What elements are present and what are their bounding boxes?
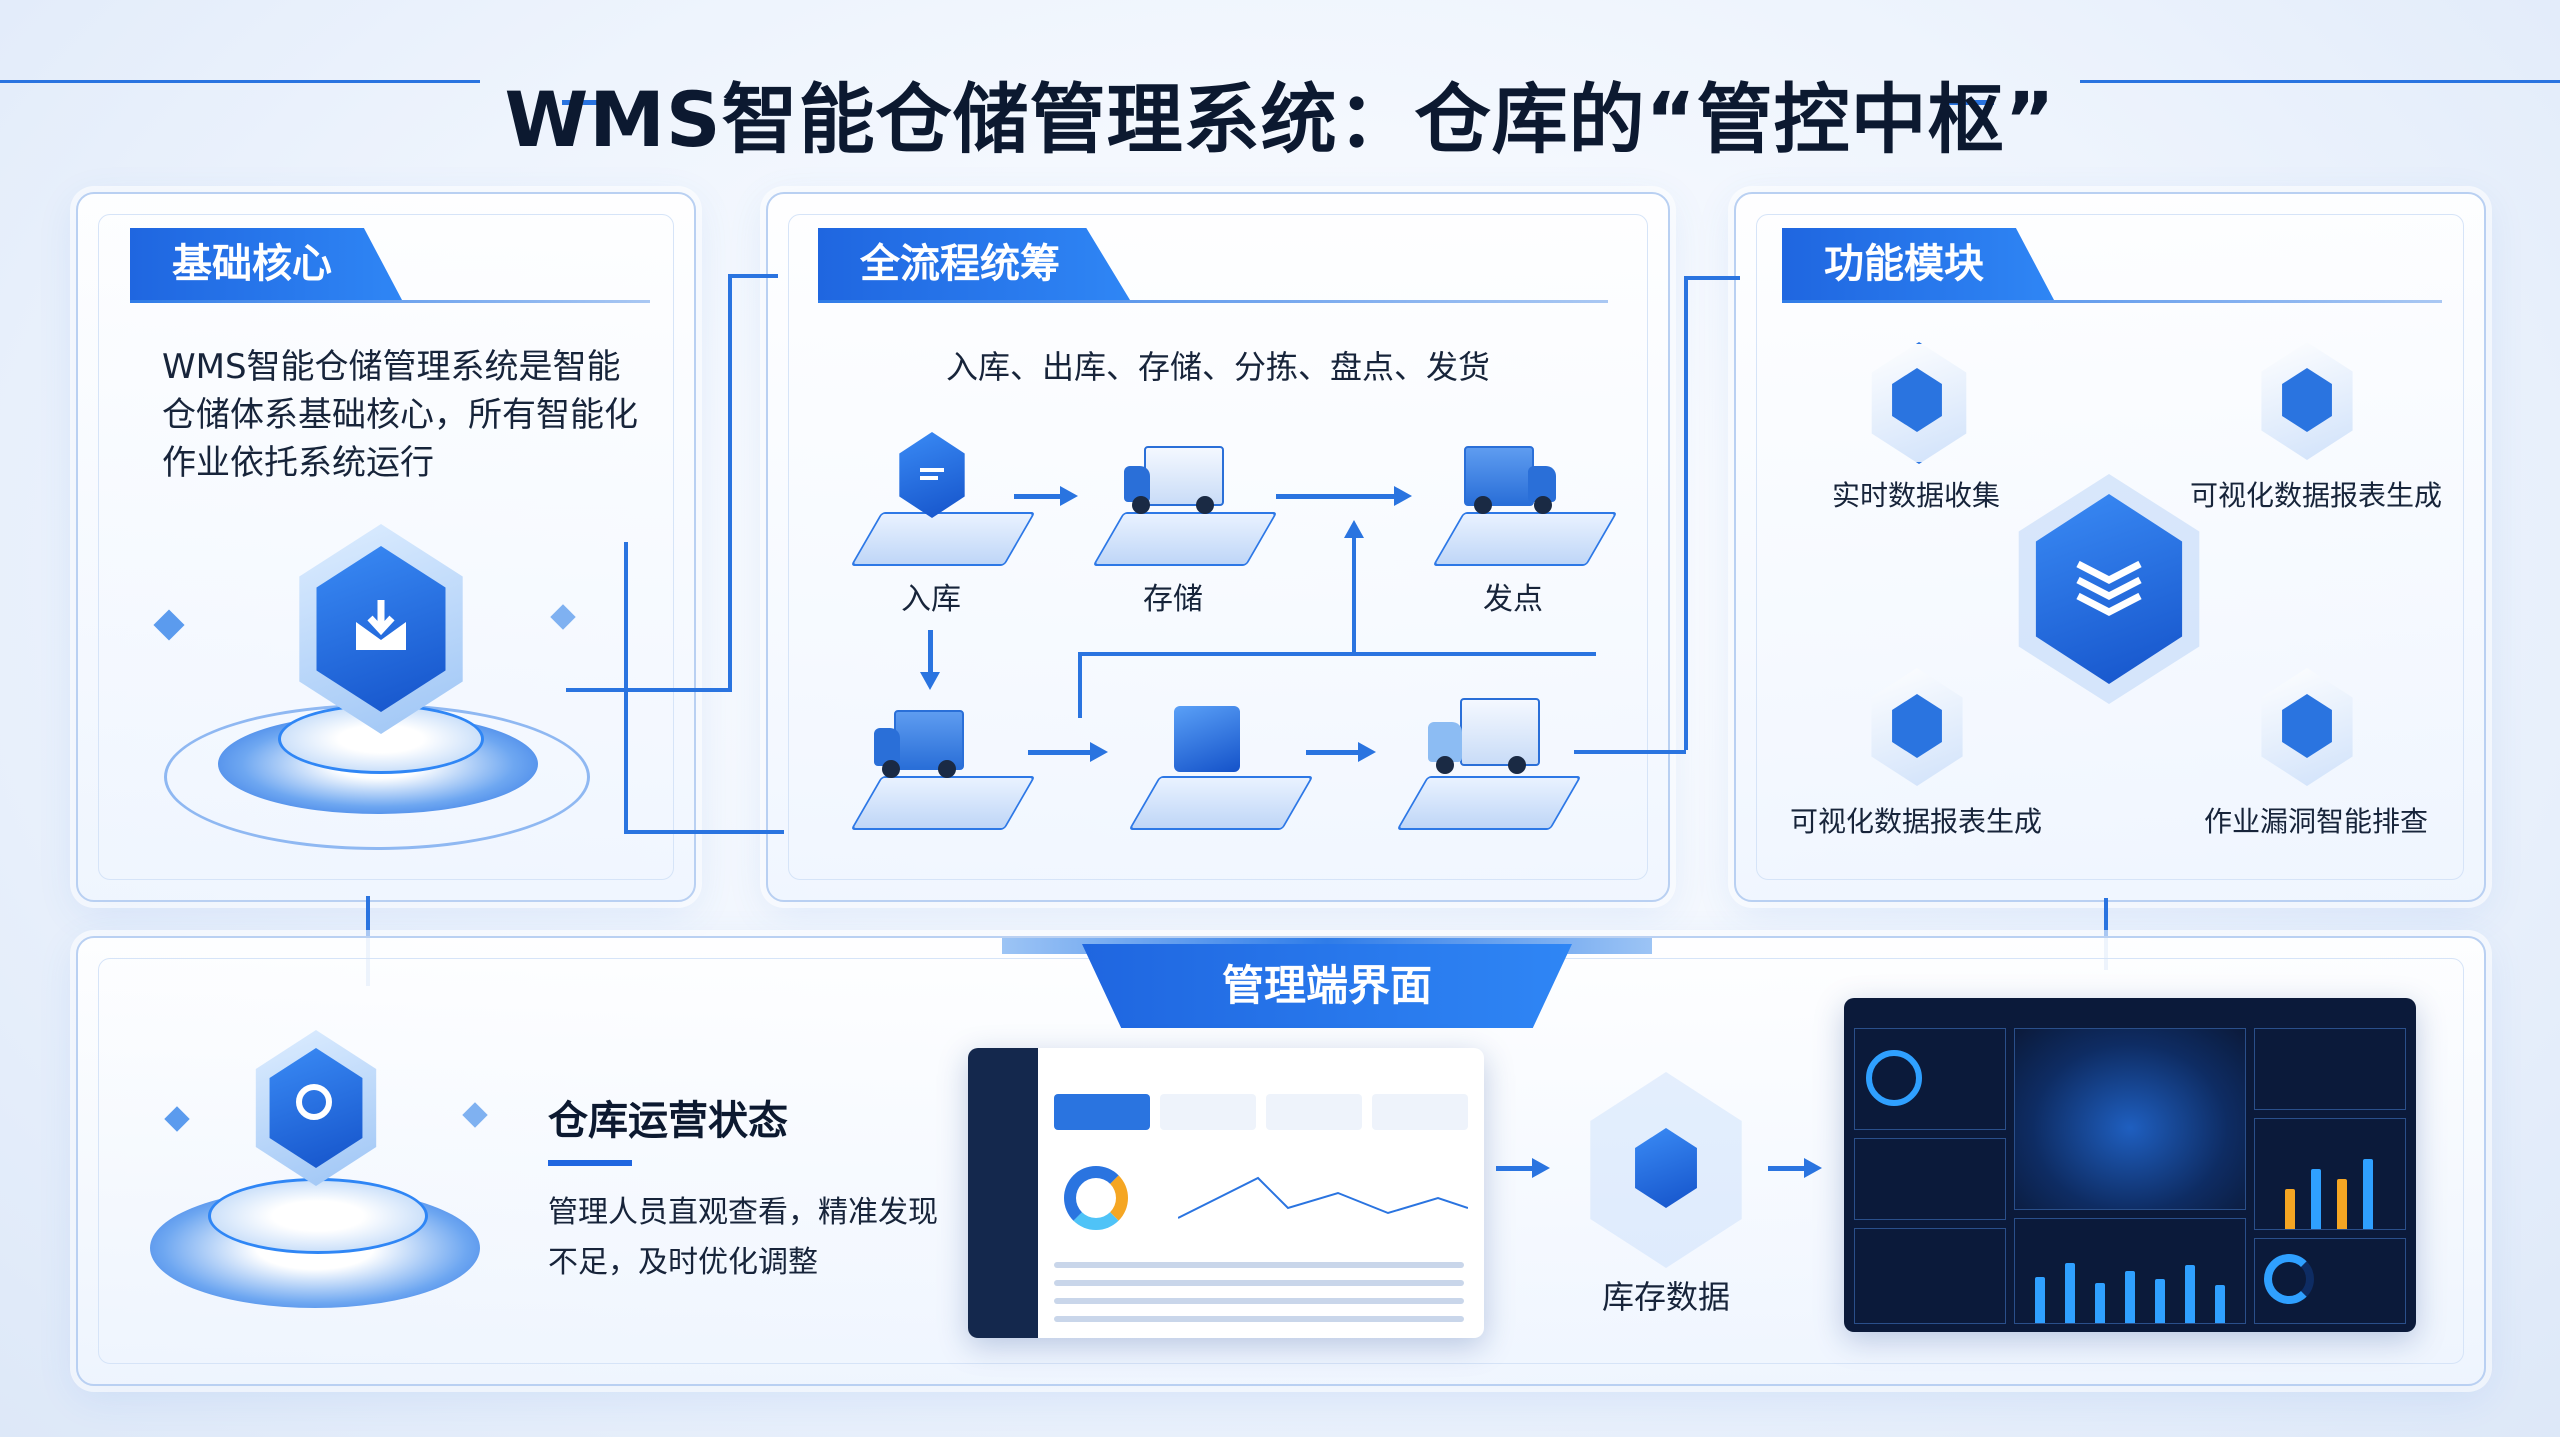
arrow-storage-dispatch xyxy=(1276,486,1412,506)
mgmt-desc-line-2: 不足，及时优化调整 xyxy=(548,1245,818,1280)
module-label-1: 实时数据收集 xyxy=(1831,479,2000,512)
panel-process: 全流程统筹 入库、出库、存储、分拣、盘点、发货 入库 存储 发点 xyxy=(766,192,1670,902)
tab-core: 基础核心 xyxy=(130,228,402,300)
process-subtitle: 入库、出库、存储、分拣、盘点、发货 xyxy=(945,348,1490,386)
dashboard-dark-preview xyxy=(1844,998,2416,1332)
bg-line-top-right xyxy=(2080,80,2560,83)
node-storage-label: 存储 xyxy=(1143,582,1203,617)
panel-mgmt: 管理端界面 仓库运营状态 管理人员直观查看，精准发现 不足，及时优化调整 库存数… xyxy=(76,936,2486,1386)
download-box-icon xyxy=(356,600,406,650)
inbound-shield-icon xyxy=(899,432,965,518)
core-desc-line-2: 仓储体系基础核心，所有智能化 xyxy=(162,395,638,435)
inventory-label: 库存数据 xyxy=(1601,1278,1730,1316)
arrow-row2-1 xyxy=(1028,742,1108,762)
connector xyxy=(566,688,730,692)
core-desc-line-1: WMS智能仓储管理系统是智能 xyxy=(162,347,621,387)
arrow-to-bigscreen xyxy=(1768,1158,1822,1178)
inventory-shield-icon xyxy=(1635,1128,1697,1208)
arrow-inbound-down xyxy=(920,630,940,690)
node-dispatch-label: 发点 xyxy=(1483,582,1543,617)
title-dash-right xyxy=(1948,100,1994,105)
tab-process: 全流程统筹 xyxy=(818,228,1130,300)
panel-modules: 功能模块 实时数据收集 可视化数据报表生成 可视化数据报表生成 作业漏洞智能排查 xyxy=(1734,192,2486,902)
bg-line-top-left xyxy=(0,80,480,83)
dashboard-light-preview xyxy=(968,1048,1484,1338)
arrow-to-inventory xyxy=(1496,1158,1550,1178)
node-inbound-label: 入库 xyxy=(901,582,961,617)
page-title: WMS智能仓储管理系统：仓库的“管控中枢” xyxy=(504,75,2056,164)
title-dash-left xyxy=(562,100,608,105)
arrow-inbound-storage xyxy=(1014,486,1078,506)
tab-modules: 功能模块 xyxy=(1782,228,2054,300)
mgmt-heading: 仓库运营状态 xyxy=(548,1098,788,1144)
core-desc-line-3: 作业依托系统运行 xyxy=(162,443,434,483)
panel-core: 基础核心 WMS智能仓储管理系统是智能 仓储体系基础核心，所有智能化 作业依托系… xyxy=(76,192,696,902)
tab-mgmt: 管理端界面 xyxy=(1082,944,1572,1028)
mgmt-desc-line-1: 管理人员直观查看，精准发现 xyxy=(548,1195,938,1230)
module-label-4: 作业漏洞智能排查 xyxy=(2203,805,2428,838)
module-label-3: 可视化数据报表生成 xyxy=(1789,805,2042,838)
box-icon xyxy=(1174,706,1240,772)
module-label-2: 可视化数据报表生成 xyxy=(2189,479,2442,512)
arrow-row2-2 xyxy=(1306,742,1376,762)
